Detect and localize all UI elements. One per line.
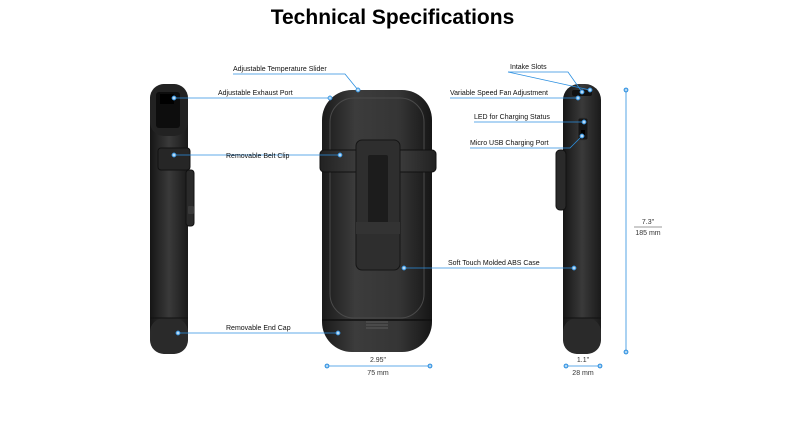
end-cap-grille (366, 321, 388, 329)
depth-millimeters: 28 mm (572, 370, 594, 377)
width-inches: 2.95" (370, 357, 387, 364)
label-led-status: LED for Charging Status (474, 114, 550, 121)
label-belt-clip: Removable Belt Clip (226, 153, 290, 160)
device-right-side-view (555, 84, 601, 354)
label-end-cap: Removable End Cap (226, 325, 291, 332)
label-fan-adjustment: Variable Speed Fan Adjustment (450, 90, 548, 97)
label-intake-slots: Intake Slots (510, 64, 547, 71)
device-left-side-view (150, 84, 195, 354)
callout-dots (171, 87, 593, 336)
width-millimeters: 75 mm (367, 370, 389, 377)
device-back-view (319, 90, 437, 352)
label-temperature-slider: Adjustable Temperature Slider (233, 66, 327, 73)
callout-lines (174, 71, 591, 334)
dimension-lines (324, 87, 629, 369)
label-abs-case: Soft Touch Molded ABS Case (448, 260, 540, 267)
height-millimeters: 185 mm (635, 230, 660, 237)
depth-inches: 1.1" (577, 357, 590, 364)
label-usb-port: Micro USB Charging Port (470, 140, 549, 147)
page-title: Technical Specifications (270, 6, 515, 29)
height-inches: 7.3" (642, 219, 655, 226)
label-exhaust-port: Adjustable Exhaust Port (218, 90, 293, 97)
